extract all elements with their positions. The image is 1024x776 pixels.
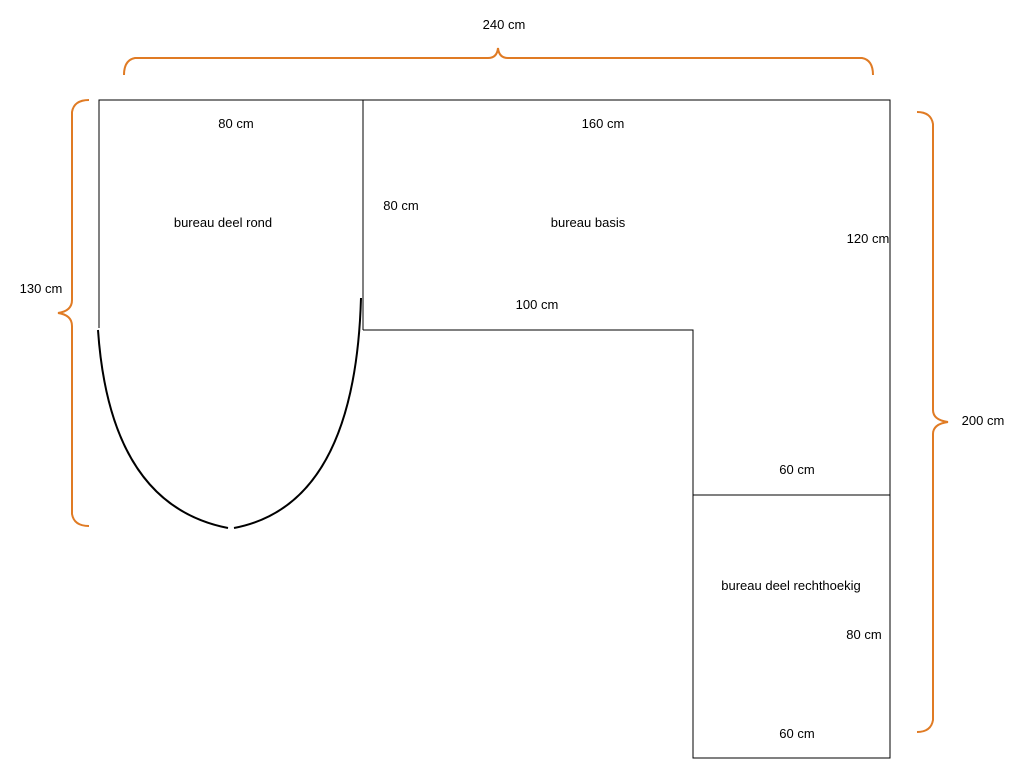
overall-width-label: 240 cm xyxy=(483,17,526,32)
basis-bottom-label: 100 cm xyxy=(516,297,559,312)
rect-name-label: bureau deel rechthoekig xyxy=(721,578,861,593)
brace-height-200 xyxy=(916,111,949,733)
basis-top-label: 160 cm xyxy=(582,116,625,131)
basis-left-label: 80 cm xyxy=(383,198,418,213)
round-name-label: bureau deel rond xyxy=(174,215,272,230)
round-width-label: 80 cm xyxy=(218,116,253,131)
overall-height-left-label: 130 cm xyxy=(20,281,63,296)
rect-top-label: 60 cm xyxy=(779,462,814,477)
rect-bottom-label: 60 cm xyxy=(779,726,814,741)
rect-right-label: 80 cm xyxy=(846,627,881,642)
basis-right-label: 120 cm xyxy=(847,231,890,246)
desk-part-rect xyxy=(692,495,891,759)
desk-part-basis xyxy=(363,99,891,496)
brace-width-240 xyxy=(123,47,874,76)
brace-height-130 xyxy=(57,99,90,527)
desk-part-round xyxy=(97,99,364,529)
basis-name-label: bureau basis xyxy=(551,215,626,230)
overall-height-right-label: 200 cm xyxy=(962,413,1005,428)
